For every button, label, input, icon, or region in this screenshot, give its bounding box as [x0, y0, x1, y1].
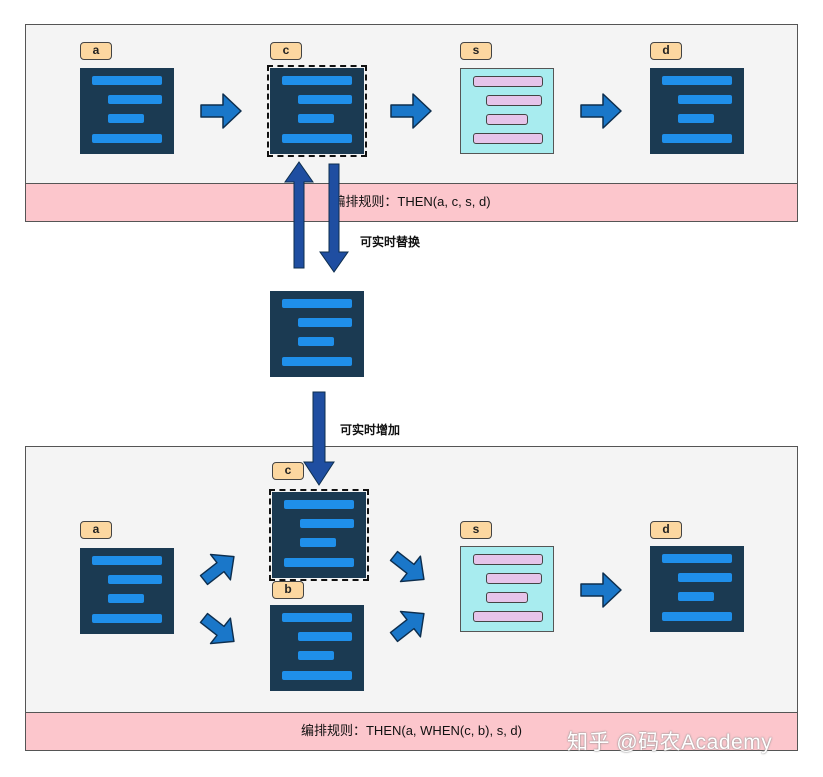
node-s-top[interactable]: [460, 68, 554, 154]
node-c-bottom[interactable]: [269, 489, 369, 581]
bottom-rule-bar: 编排规则：THEN(a, WHEN(c, b), s, d): [25, 712, 798, 751]
node-c-top[interactable]: [267, 65, 367, 157]
tag-d-top: d: [650, 42, 682, 60]
replace-label: 可实时替换: [360, 235, 421, 249]
node-a-top[interactable]: [80, 68, 174, 154]
tag-d-bottom: d: [650, 521, 682, 539]
node-d-top[interactable]: [650, 68, 744, 154]
tag-a-bottom: a: [80, 521, 112, 539]
top-rule-text: 编排规则：THEN(a, c, s, d): [332, 194, 491, 209]
node-d-bottom[interactable]: [650, 546, 744, 632]
tag-b-bottom: b: [272, 581, 304, 599]
bottom-rule-text: 编排规则：THEN(a, WHEN(c, b), s, d): [300, 723, 522, 738]
tag-c-bottom: c: [272, 462, 304, 480]
node-s-bottom[interactable]: [460, 546, 554, 632]
tag-a-top: a: [80, 42, 112, 60]
top-rule-bar: 编排规则：THEN(a, c, s, d): [25, 183, 798, 222]
node-a-bottom[interactable]: [80, 548, 174, 634]
node-replacement[interactable]: [270, 291, 364, 377]
tag-c-top: c: [270, 42, 302, 60]
tag-s-bottom: s: [460, 521, 492, 539]
add-label: 可实时增加: [340, 423, 401, 437]
node-b-bottom[interactable]: [270, 605, 364, 691]
watermark: 知乎 @码农Academy: [567, 731, 773, 754]
tag-s-top: s: [460, 42, 492, 60]
